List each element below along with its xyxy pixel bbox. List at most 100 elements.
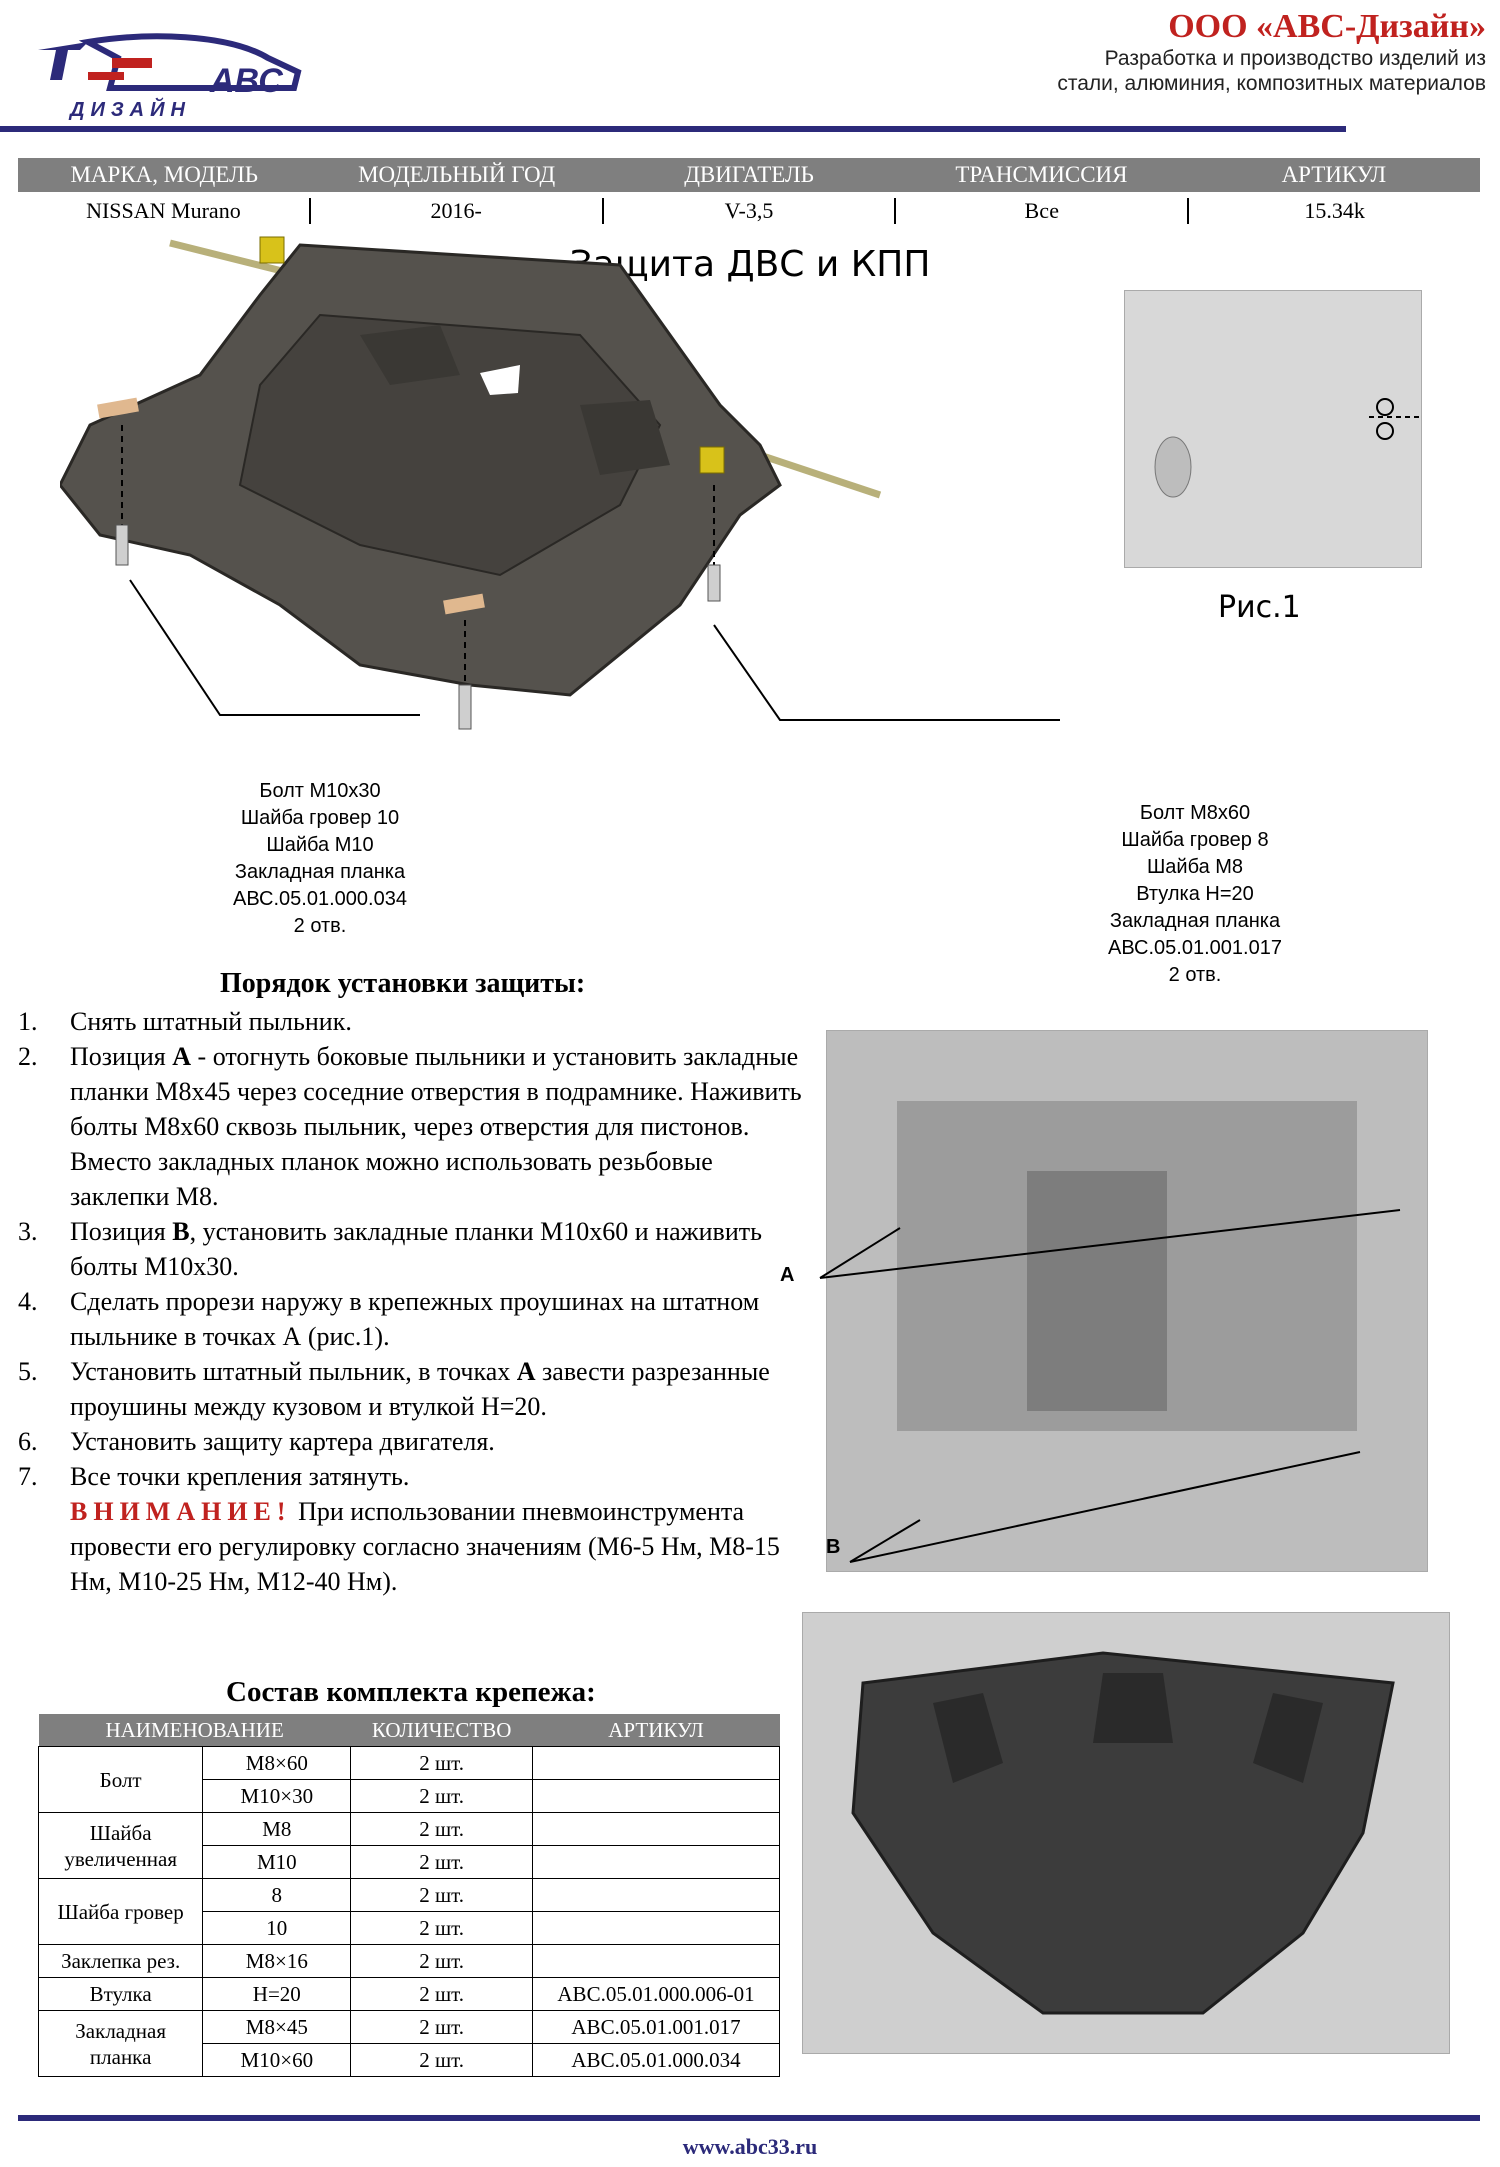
callout-text: 2 отв. [293, 915, 347, 937]
callout-text: Закладная планка [1109, 910, 1281, 932]
logo-car-icon: АВС ДИЗАЙН [38, 33, 302, 121]
kit-item-size: М8×16 [202, 1944, 352, 1978]
footer-divider [18, 2115, 1480, 2121]
plate-hole [480, 365, 520, 395]
callout-line [713, 624, 1060, 721]
header-divider [0, 126, 1346, 132]
callout-text: Закладная планка [234, 861, 406, 883]
spec-header-row: МАРКА, МОДЕЛЬ МОДЕЛЬНЫЙ ГОД ДВИГАТЕЛЬ ТР… [18, 158, 1480, 192]
callout-text: 2 отв. [1168, 964, 1222, 986]
bolt-icon [458, 684, 472, 730]
kit-item-article [531, 1746, 781, 1780]
company-name: ООО «АВС-Дизайн» [1168, 8, 1486, 45]
kit-item-article [531, 1779, 781, 1813]
step-text: Снять штатный пыльник. [70, 1007, 352, 1036]
step-text: Установить защиту картера двигателя. [70, 1427, 495, 1456]
mounting-plate [443, 593, 485, 615]
warning-block: ВНИМАНИЕ! При использовании пневмоинстру… [18, 1494, 810, 1599]
callout-text: Болт М10х30 [259, 780, 381, 802]
kit-item-size: 8 [202, 1878, 352, 1912]
step-item: 3.Позиция В, установить закладные планки… [18, 1214, 818, 1284]
kit-item-size: М10×60 [202, 2043, 352, 2077]
step-text: Позиция [70, 1217, 173, 1246]
steps-title: Порядок установки защиты: [220, 968, 586, 999]
figure-1-label: Рис.1 [1218, 590, 1301, 625]
company-sub-1: Разработка и производство изделий из [1104, 47, 1486, 70]
step-position: В [172, 1217, 190, 1246]
step-item: 7. Все точки крепления затянуть. [18, 1459, 818, 1494]
step-number: 2. [18, 1042, 38, 1071]
logo-text-top: АВС [209, 62, 283, 100]
kit-item-size: Н=20 [202, 1977, 352, 2011]
callout-text: АВС.05.01.000.034 [233, 888, 407, 910]
callout-text: Шайба М8 [1146, 856, 1244, 878]
kit-item-qty: 2 шт. [350, 2043, 533, 2077]
step-item: 5.Установить штатный пыльник, в точках А… [18, 1354, 818, 1424]
kit-item-article [531, 1845, 781, 1879]
spec-value: 2016- [311, 198, 604, 224]
underbody-photo [826, 1030, 1428, 1572]
kit-item-article [531, 1944, 781, 1978]
step-number: 1. [18, 1007, 38, 1036]
kit-item-size: М8 [202, 1812, 352, 1846]
figure-1-photo [1124, 290, 1422, 568]
kit-item-name: Шайба увеличенная [37, 1812, 204, 1879]
company-logo: АВС ДИЗАЙН [28, 28, 308, 121]
step-item: 1. Снять штатный пыльник. [18, 1004, 818, 1039]
position-b-label: В [826, 1536, 841, 1558]
kit-header: НАИМЕНОВАНИЕ [38, 1714, 351, 1747]
spec-header: ДВИГАТЕЛЬ [684, 162, 814, 187]
install-steps: 1. Снять штатный пыльник. 2.Позиция А - о… [18, 1004, 818, 1599]
logo-text-bottom: ДИЗАЙН [68, 97, 191, 120]
skid-plate-diagram [60, 236, 1060, 730]
bushing [259, 236, 285, 264]
company-info: ООО «АВС-Дизайн» Разработка и производст… [1057, 8, 1486, 96]
spec-header: АРТИКУЛ [1281, 162, 1387, 187]
spec-header: ТРАНСМИССИЯ [955, 162, 1128, 187]
kit-item-qty: 2 шт. [350, 1779, 533, 1813]
step-text: завести разрезанные проушины между кузов… [70, 1357, 770, 1421]
kit-item-qty: 2 шт. [350, 1944, 533, 1978]
spec-value-row: NISSAN Murano 2016- V-3,5 Все 15.34k [18, 192, 1480, 230]
plate-relief [238, 313, 662, 577]
kit-item-size: М10×30 [202, 1779, 352, 1813]
callout-line [129, 579, 420, 716]
kit-item-name: Заклепка рез. [37, 1944, 204, 1978]
kit-item-name: Шайба гровер [37, 1878, 204, 1945]
step-item: 2.Позиция А - отогнуть боковые пыльники … [18, 1039, 818, 1214]
photo-pointer-lines [819, 1209, 1401, 1563]
callout-text: Болт М8х60 [1139, 802, 1251, 824]
plate-vent [360, 325, 460, 385]
step-number: 6. [18, 1427, 38, 1456]
kit-item-qty: 2 шт. [350, 1977, 533, 2011]
spec-value: 15.34k [1304, 198, 1365, 223]
spec-header: МАРКА, МОДЕЛЬ [70, 162, 258, 187]
step-number: 3. [18, 1217, 38, 1246]
installed-plate-shape [851, 1651, 1395, 2015]
callout-text: Втулка Н=20 [1136, 883, 1254, 905]
step-number: 5. [18, 1357, 38, 1386]
warning-text: При использовании пневмоинструмента пров… [70, 1497, 780, 1596]
kit-item-qty: 2 шт. [350, 1746, 533, 1780]
callout-left: Болт М10х30 Шайба гровер 10 Шайба М10 За… [210, 778, 430, 940]
step-number: 7. [18, 1462, 38, 1491]
kit-item-size: М8×60 [202, 1746, 352, 1780]
step-text: Сделать прорези наружу в крепежных проуш… [70, 1287, 760, 1351]
bolt-icon [707, 564, 721, 602]
website-link[interactable]: www.abc33.ru [682, 2134, 818, 2159]
callout-right: Болт М8х60 Шайба гровер 8 Шайба М8 Втулк… [1080, 800, 1310, 989]
kit-header: КОЛИЧЕСТВО [350, 1714, 533, 1747]
warning-label: ВНИМАНИЕ! [70, 1497, 292, 1526]
position-a-label: А [780, 1264, 795, 1286]
kit-item-name: Болт [37, 1746, 204, 1813]
step-text: Установить штатный пыльник, в точках [70, 1357, 517, 1386]
kit-item-name: Закладная планка [37, 2010, 204, 2077]
mounting-plate [97, 397, 139, 419]
kit-item-article: АВС.05.01.001.017 [531, 2010, 781, 2044]
spec-value: Все [896, 198, 1190, 224]
step-text: Все точки крепления затянуть. [70, 1462, 410, 1491]
